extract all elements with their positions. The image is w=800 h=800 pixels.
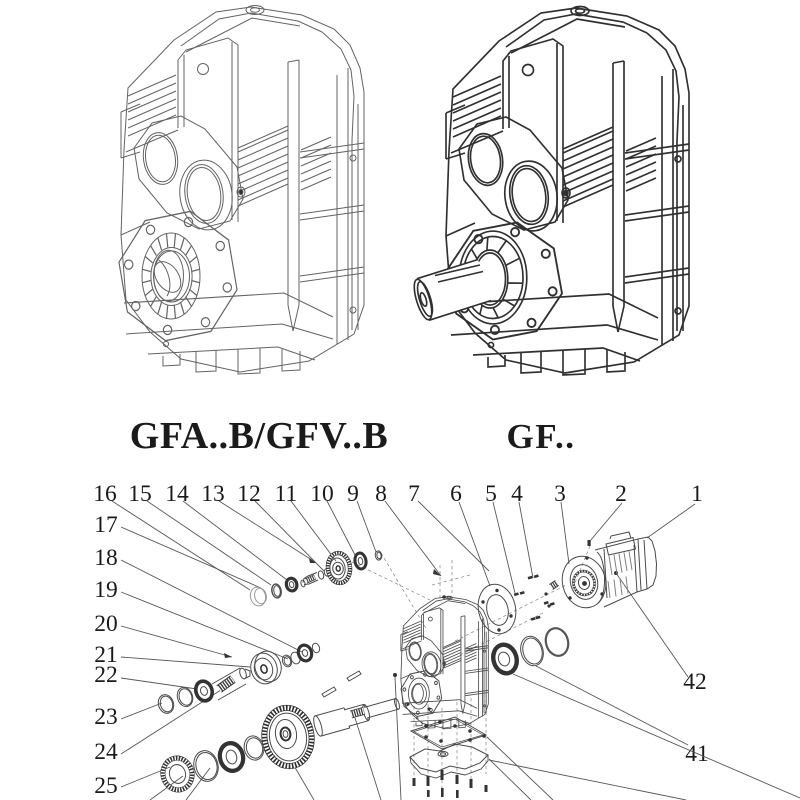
svg-text:13: 13 bbox=[201, 481, 225, 507]
svg-text:17: 17 bbox=[94, 512, 118, 538]
svg-text:12: 12 bbox=[237, 481, 261, 507]
svg-text:GFA..B/GFV..B: GFA..B/GFV..B bbox=[130, 415, 388, 457]
svg-text:21: 21 bbox=[94, 642, 118, 668]
svg-text:20: 20 bbox=[94, 611, 118, 637]
svg-text:8: 8 bbox=[375, 481, 387, 507]
svg-text:41: 41 bbox=[685, 741, 709, 767]
svg-text:3: 3 bbox=[554, 481, 566, 507]
svg-text:6: 6 bbox=[450, 481, 462, 507]
svg-text:19: 19 bbox=[94, 577, 118, 603]
svg-text:16: 16 bbox=[93, 481, 117, 507]
svg-text:5: 5 bbox=[485, 481, 497, 507]
svg-text:42: 42 bbox=[683, 669, 707, 695]
svg-text:7: 7 bbox=[408, 481, 420, 507]
svg-text:23: 23 bbox=[94, 704, 118, 730]
svg-text:10: 10 bbox=[310, 481, 334, 507]
svg-text:24: 24 bbox=[94, 739, 118, 765]
svg-text:2: 2 bbox=[615, 481, 627, 507]
svg-text:GF..: GF.. bbox=[507, 417, 576, 456]
svg-text:11: 11 bbox=[275, 481, 298, 507]
svg-text:14: 14 bbox=[165, 481, 189, 507]
svg-text:15: 15 bbox=[128, 481, 152, 507]
svg-text:18: 18 bbox=[94, 545, 118, 571]
svg-text:25: 25 bbox=[94, 773, 118, 799]
svg-text:1: 1 bbox=[691, 481, 703, 507]
svg-text:4: 4 bbox=[511, 481, 523, 507]
svg-text:9: 9 bbox=[347, 481, 359, 507]
svg-text:22: 22 bbox=[94, 662, 118, 688]
